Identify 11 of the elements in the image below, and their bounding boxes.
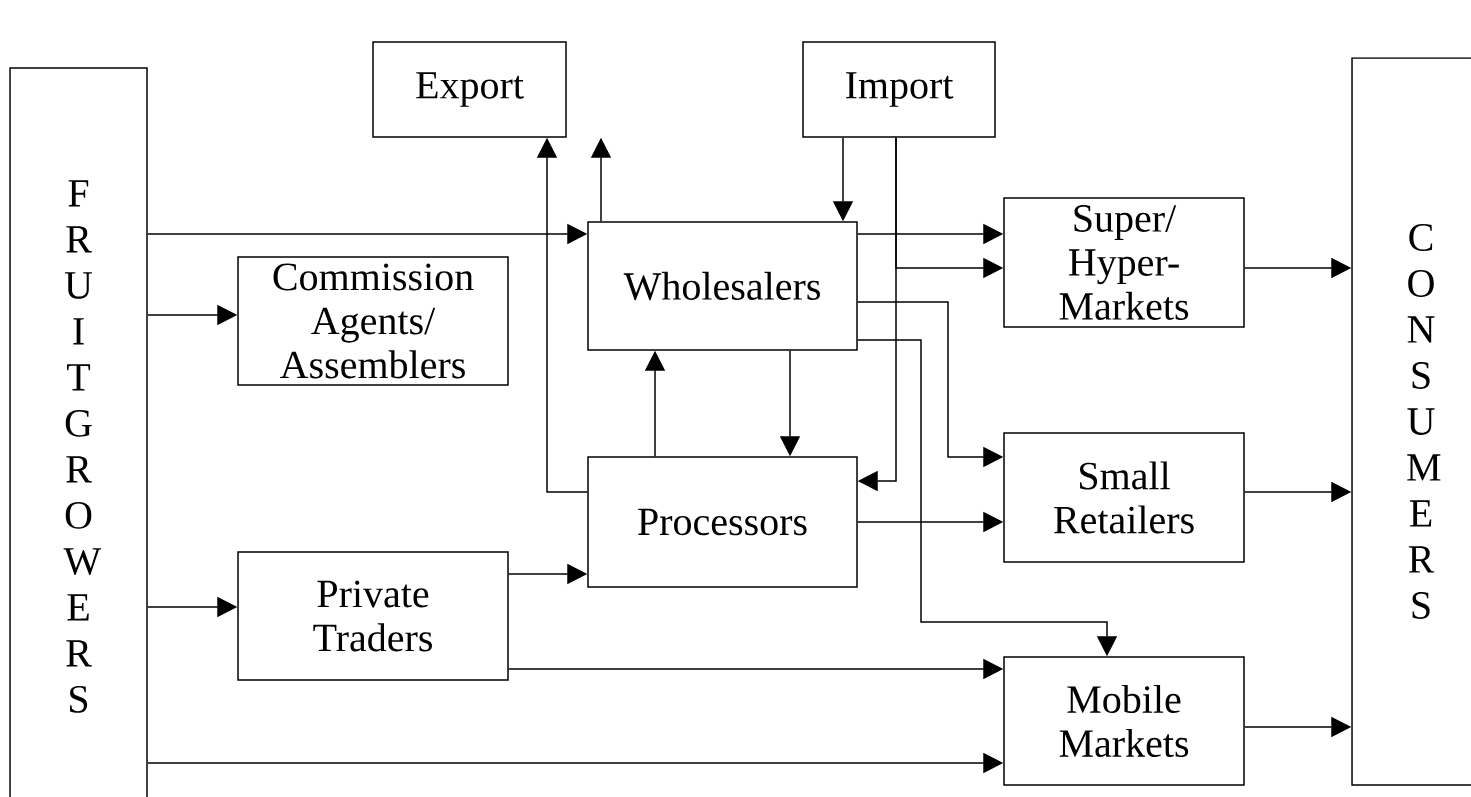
vertical-label-box: F R U I T G R O W E R S — [9, 67, 148, 797]
process-box: Small Retailers — [1003, 432, 1245, 563]
process-box: Export — [372, 41, 567, 138]
process-box: Import — [802, 41, 996, 138]
process-box: Super/ Hyper- Markets — [1003, 197, 1245, 328]
process-box: Mobile Markets — [1003, 656, 1245, 786]
process-box: Wholesalers — [587, 221, 858, 351]
process-box: Private Traders — [237, 551, 509, 681]
process-box: Commission Agents/ Assemblers — [237, 256, 509, 386]
process-box: Processors — [587, 456, 858, 588]
vertical-label-box: C O N S U M E R S — [1351, 57, 1471, 786]
